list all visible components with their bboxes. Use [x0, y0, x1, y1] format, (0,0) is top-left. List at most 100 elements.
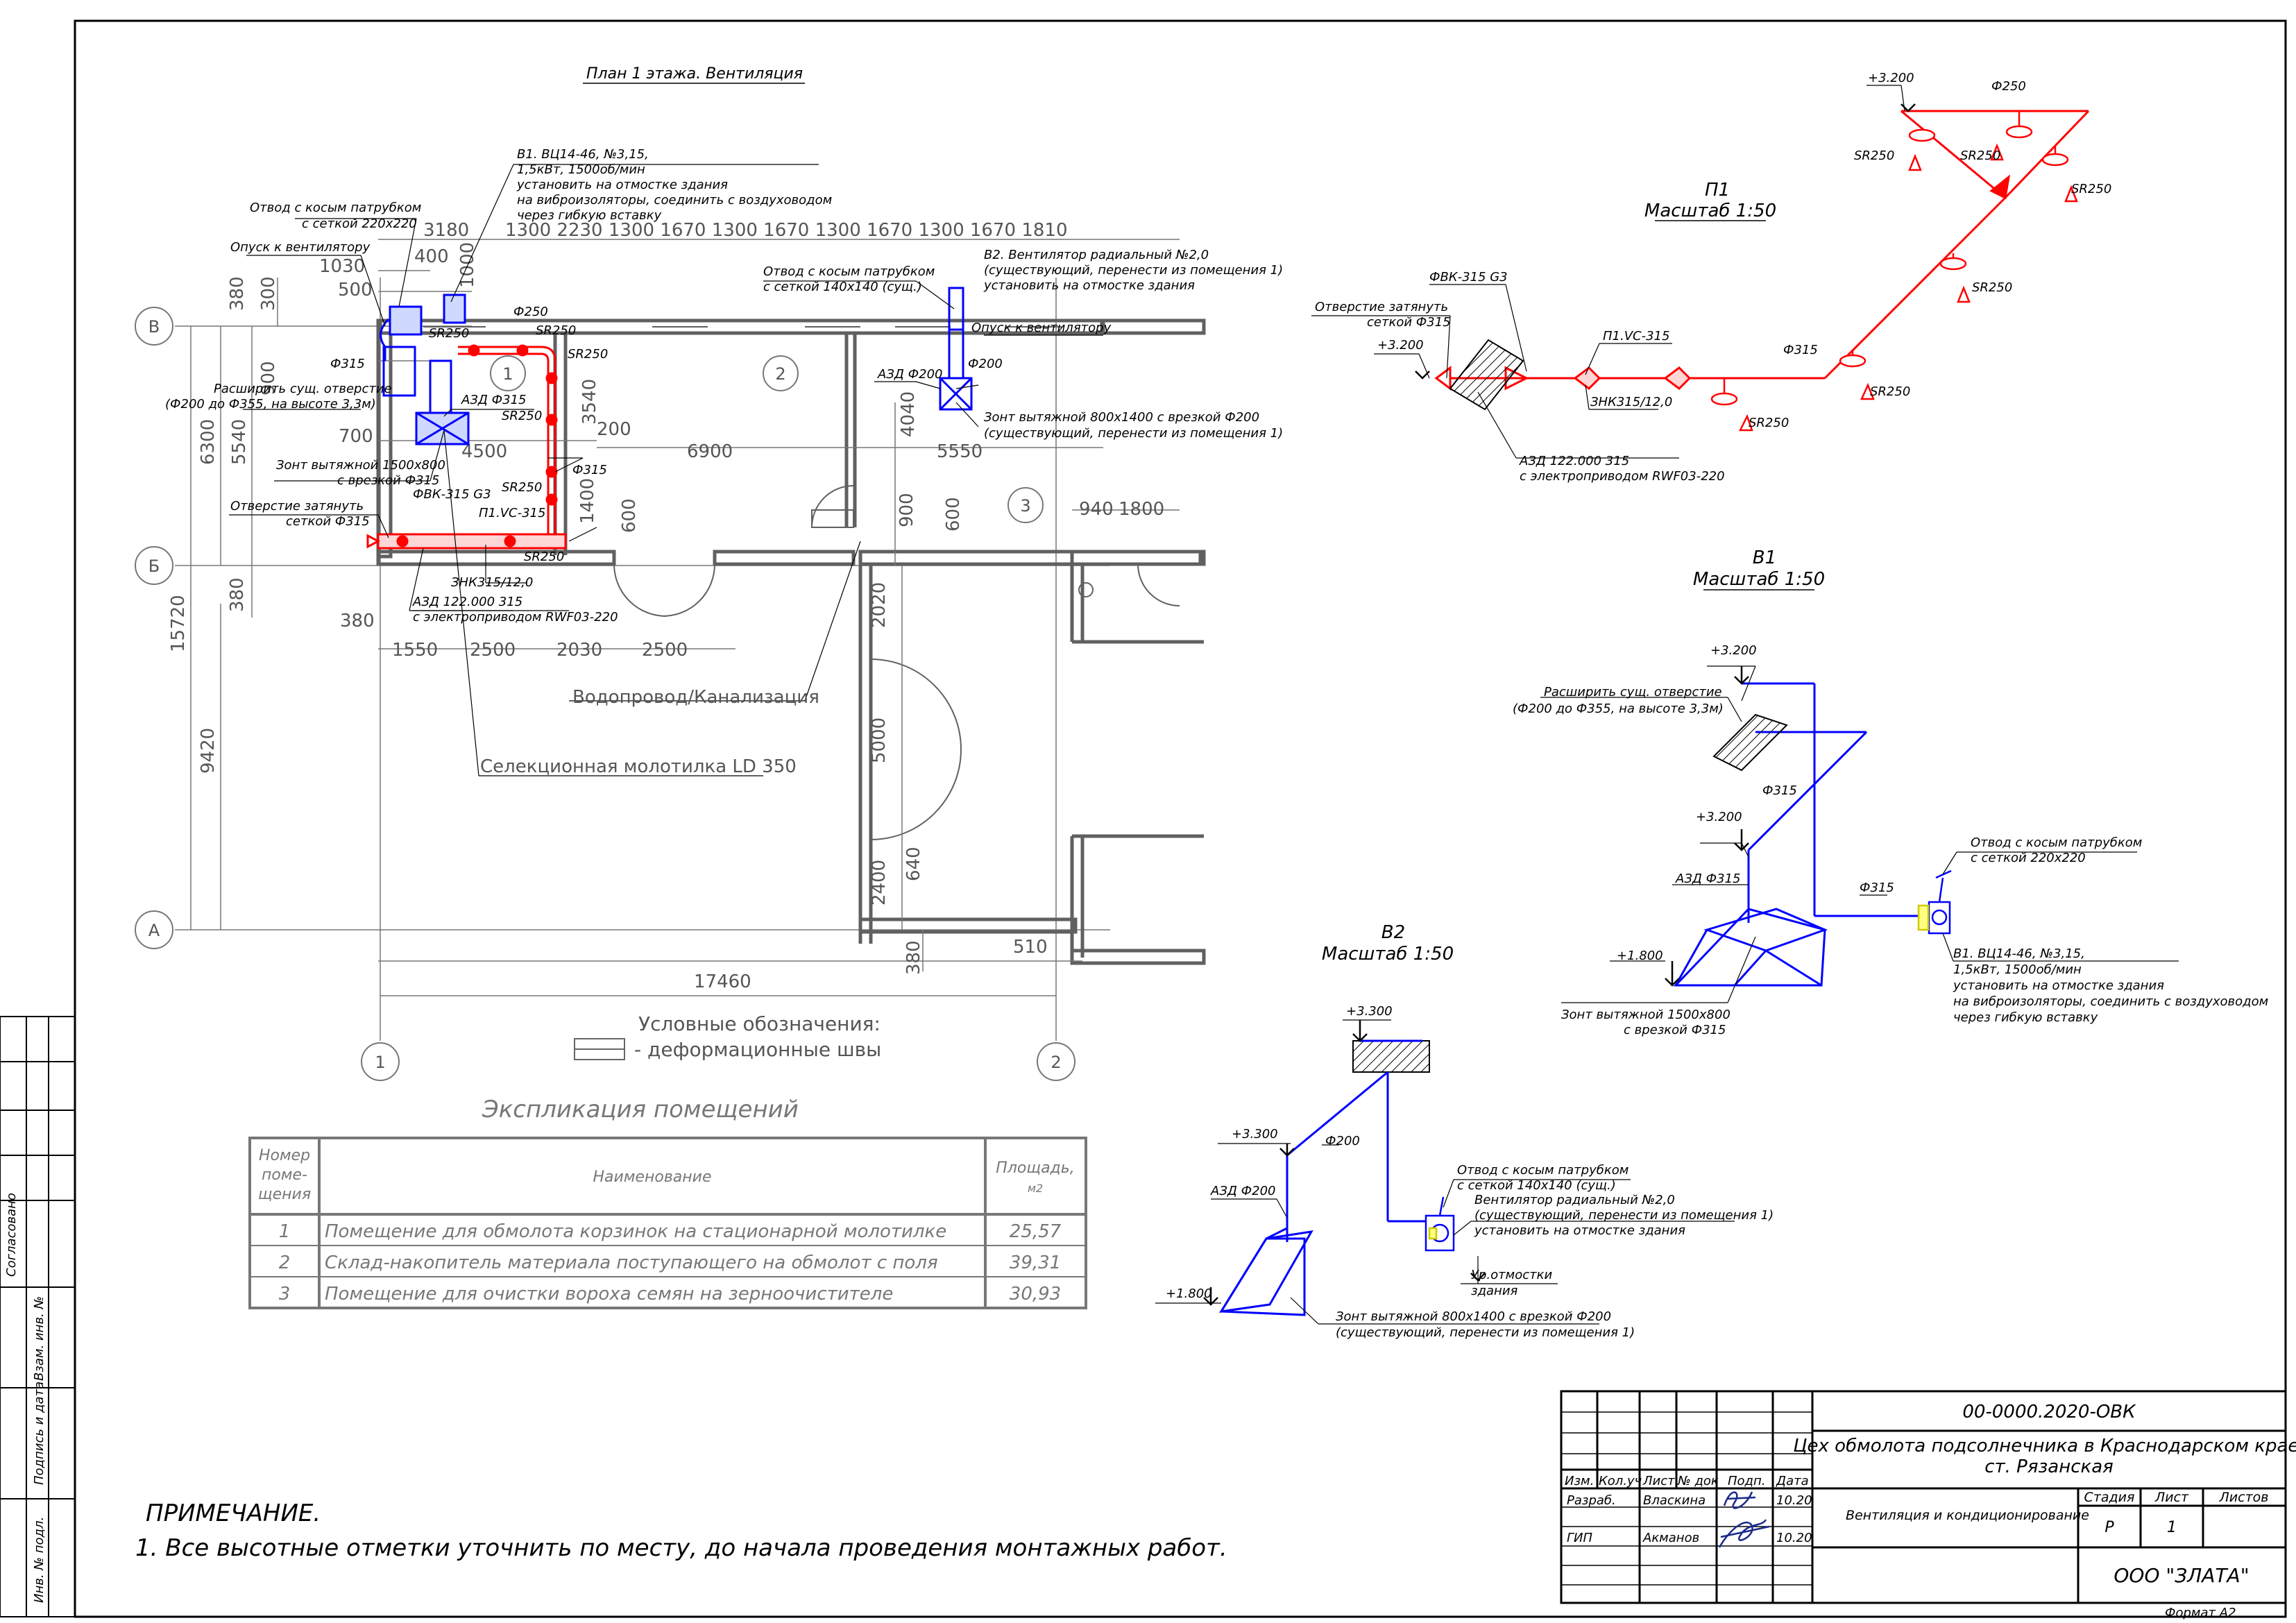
- p1-sr250-5: SR250: [1870, 384, 1910, 399]
- b1-fan: [1917, 869, 1952, 935]
- p1-wall: [1449, 339, 1524, 411]
- dim-1400: 1400: [577, 478, 598, 524]
- stamp-h-date: Дата: [1776, 1474, 1809, 1488]
- b2-zont-line1: Зонт вытяжной 800х1400 с врезкой Ф200: [1336, 1309, 1611, 1324]
- side-vzam: Взам. инв. №: [32, 1296, 46, 1381]
- p1-level1: +3.200: [1868, 71, 1914, 85]
- explication-title: Экспликация помещений: [482, 1096, 799, 1123]
- plan-ext-line2: (Ф200 до Ф355, на высоте 3,3м): [165, 397, 376, 411]
- table-row-2-name: Склад-накопитель материала поступающего …: [325, 1252, 938, 1273]
- plan-otvod2-line2: с сеткой 140х140 (сущ.): [763, 280, 922, 294]
- b2-otvod-line2: с сеткой 140х140 (сущ.): [1457, 1178, 1616, 1193]
- stamp-stage: Р: [2104, 1519, 2114, 1536]
- plan-phi315b: Ф315: [572, 463, 607, 477]
- p1-azd-line1: АЗД 122.000 315: [1519, 454, 1629, 468]
- plan-ext-line1: Расширить сущ. отверстие: [214, 382, 392, 396]
- p1-sr250-6: SR250: [1749, 416, 1789, 430]
- b1-level2: +3.200: [1696, 810, 1742, 824]
- plan-fvk: ФВК-315 G3: [413, 487, 491, 502]
- b2-scale: Масштаб 1:50: [1322, 944, 1454, 965]
- stamp-h-kol: Кол.уч: [1599, 1474, 1642, 1488]
- dim-380c: 380: [340, 611, 375, 631]
- b2-level1: +3.300: [1346, 1004, 1393, 1019]
- dim-6300: 6300: [198, 419, 219, 465]
- table-row-1-area: 25,57: [1010, 1221, 1062, 1242]
- legend: Условные обозначения: - деформационные ш…: [574, 1012, 881, 1061]
- plan-vodo-label: Водопровод/Канализация: [572, 687, 819, 708]
- side-soglas: Согласовано: [4, 1193, 19, 1277]
- sheet-frame: [74, 19, 2287, 1618]
- b1-v1-line3: установить на отмостке здания: [1953, 978, 2164, 993]
- doors: [613, 485, 1180, 840]
- b1-level1: +3.200: [1710, 643, 1757, 658]
- b2-labels: +3.300 +3.300 +1.800 Ф200 АЗД Ф200 Отвод…: [1166, 1004, 1774, 1340]
- p1-sr250-3: SR250: [2071, 182, 2111, 196]
- plan-azd122-line2: с электроприводом RWF03-220: [413, 610, 618, 624]
- dim-600a: 600: [619, 498, 640, 533]
- table-row-2-area: 39,31: [1010, 1252, 1061, 1273]
- dim-200: 200: [597, 419, 631, 440]
- dim-2400: 2400: [869, 860, 890, 906]
- plan-equipment-labels: Водопровод/Канализация Селекционная моло…: [480, 687, 819, 777]
- stamp-h-stage: Стадия: [2084, 1490, 2135, 1505]
- dim-640: 640: [903, 847, 924, 881]
- p1-otv-line2: сеткой Ф315: [1367, 315, 1451, 330]
- dim-9420: 9420: [198, 728, 219, 774]
- signature-1: [1723, 1491, 1756, 1509]
- title-block-text: 00-0000.2020-ОВК Цех обмолота подсолнечн…: [1565, 1402, 2296, 1620]
- explication-rows: 1 Помещение для обмолота корзинок на ста…: [279, 1221, 1062, 1305]
- side-inv: Инв. № подл.: [32, 1517, 46, 1603]
- dimension-lines: [190, 239, 1180, 971]
- axis-v: В: [148, 317, 160, 337]
- plan-znk: ЗНК315/12,0: [451, 575, 533, 590]
- stamp-h-sheets: Листов: [2219, 1490, 2269, 1505]
- table-row-1-num: 1: [279, 1221, 291, 1242]
- stamp-h-doc: № док: [1677, 1474, 1719, 1488]
- table-row-3-num: 3: [279, 1284, 291, 1305]
- p1-phi315: Ф315: [1783, 343, 1818, 357]
- plan-opusk1: Опуск к вентилятору: [230, 240, 371, 255]
- dim-510: 510: [1013, 937, 1048, 958]
- dim-1030: 1030: [319, 256, 365, 277]
- dim-1550: 1550: [392, 640, 438, 661]
- note-text: 1. Все высотные отметки уточнить по мест…: [135, 1534, 1227, 1562]
- b1-duct: [1673, 682, 1943, 987]
- b2-leaders: [1155, 1019, 1735, 1325]
- b2-vent-line3: установить на отмостке здания: [1474, 1223, 1685, 1238]
- plan-azd122-line1: АЗД 122.000 315: [412, 595, 522, 609]
- b2-wall: [1352, 1040, 1430, 1073]
- signature-2: [1718, 1519, 1770, 1548]
- legend-joint-label: - деформационные швы: [634, 1038, 881, 1061]
- table-row-1-name: Помещение для обмолота корзинок на стаци…: [325, 1221, 946, 1242]
- plan-opusk2: Опуск к вентилятору: [971, 321, 1112, 335]
- p1-level2: +3.200: [1377, 338, 1424, 352]
- b1-ext-line2: (Ф200 до Ф355, на высоте 3,3м): [1513, 702, 1724, 716]
- axis-1: 1: [375, 1053, 385, 1072]
- b2-duct: [1219, 1039, 1443, 1316]
- p1-scale: Масштаб 1:50: [1644, 201, 1776, 221]
- dim-600b: 600: [943, 497, 964, 532]
- dim-380d: 380: [903, 940, 924, 975]
- explication-h-name: Наименование: [593, 1169, 712, 1186]
- b2-vent-line1: Вентилятор радиальный №2,0: [1474, 1193, 1675, 1207]
- plan-azd200: АЗД Ф200: [877, 367, 943, 382]
- explication-h-num3: щения: [258, 1186, 311, 1203]
- stamp-company: ООО "ЗЛАТА": [2114, 1564, 2249, 1587]
- plan-otv-line2: сеткой Ф315: [286, 514, 370, 529]
- plan-v1-line1: В1. ВЦ14-46, №3,15,: [517, 147, 649, 162]
- dim-2030: 2030: [556, 640, 602, 661]
- b2-level-marks: [1203, 1020, 1486, 1306]
- side-strip: [0, 1016, 76, 1617]
- dim-5000: 5000: [869, 717, 890, 763]
- b2-ur-line2: здания: [1471, 1284, 1518, 1298]
- plan-azd315: АЗД Ф315: [461, 393, 527, 407]
- plan-zont2-line2: с врезкой Ф315: [337, 473, 439, 488]
- plan-sr250e: SR250: [502, 480, 542, 495]
- stamp-r1-role: Разраб.: [1567, 1493, 1616, 1508]
- stamp-object-line2: ст. Рязанская: [1984, 1456, 2114, 1477]
- b1-scale: Масштаб 1:50: [1693, 569, 1825, 590]
- b1-v1-line2: 1,5кВт, 1500об/мин: [1953, 962, 2082, 977]
- stamp-object-line1: Цех обмолота подсолнечника в Краснодарск…: [1793, 1436, 2296, 1456]
- b2-phi200: Ф200: [1325, 1134, 1360, 1148]
